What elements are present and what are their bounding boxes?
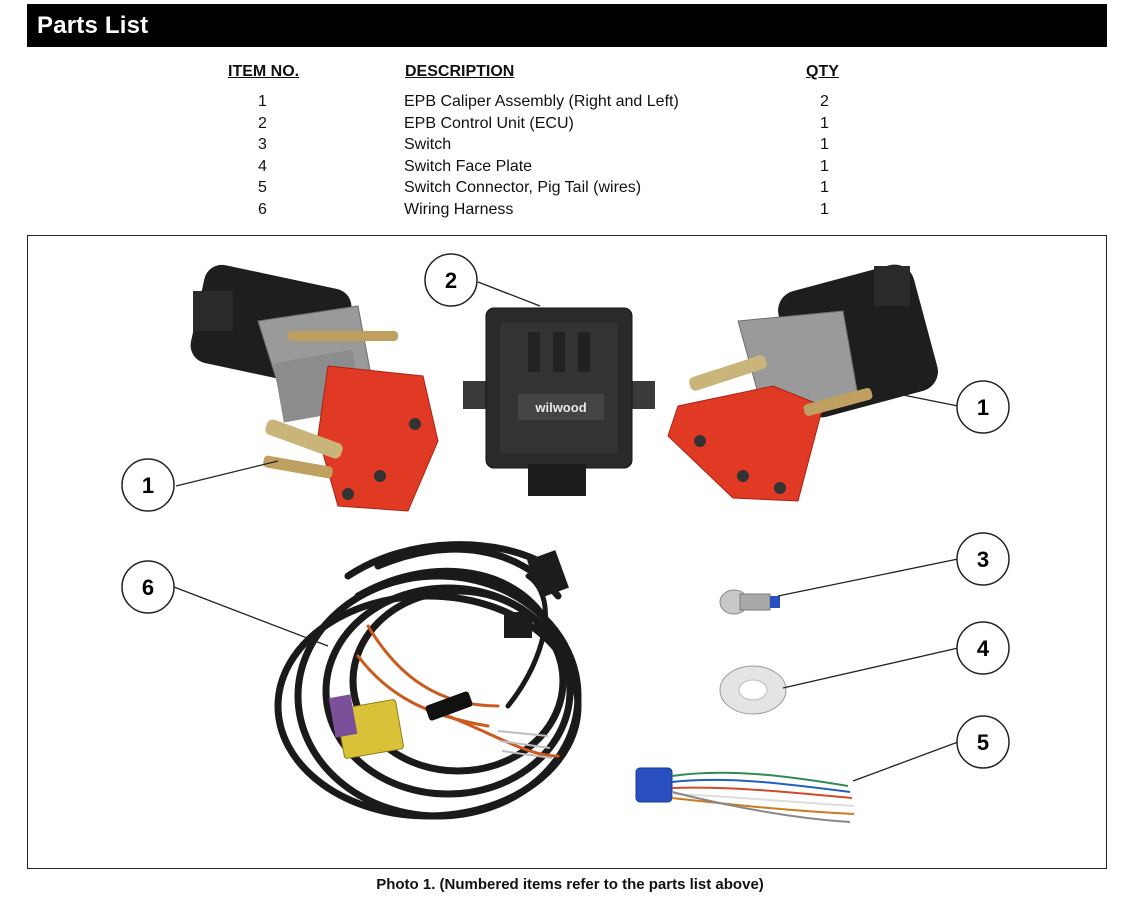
qty-cell: 1 <box>820 136 829 153</box>
item-no-cell: 3 <box>258 136 267 153</box>
svg-text:1: 1 <box>977 395 989 420</box>
svg-text:6: 6 <box>142 575 154 600</box>
wiring-harness-image <box>274 541 582 820</box>
leader-lines <box>173 281 959 782</box>
svg-text:2: 2 <box>445 268 457 293</box>
pigtail-connector-image <box>635 767 855 823</box>
qty-cell: 2 <box>820 93 829 110</box>
qty-cell: 1 <box>820 179 829 196</box>
description-cell: Switch Connector, Pig Tail (wires) <box>404 179 642 196</box>
description-cell: EPB Caliper Assembly (Right and Left) <box>404 93 679 110</box>
qty-cell: 1 <box>820 158 829 175</box>
qty-cell: 1 <box>820 201 829 218</box>
description-cell: Switch Face Plate <box>404 158 533 175</box>
ecu-logo-text: wilwood <box>534 400 586 415</box>
caliper-left-image <box>190 264 439 512</box>
svg-text:3: 3 <box>977 547 989 572</box>
callout-4: 4 <box>956 621 1010 675</box>
qty-cell: 1 <box>820 115 829 132</box>
page-title: Parts List <box>37 12 149 39</box>
svg-text:5: 5 <box>977 730 989 755</box>
column-header-description: DESCRIPTION <box>405 63 515 80</box>
ecu-image: wilwood <box>463 307 655 496</box>
description-cell: Switch <box>404 136 452 153</box>
item-no-cell: 6 <box>258 201 267 218</box>
description-cell: Wiring Harness <box>404 201 514 218</box>
parts-photo-frame: wilwood <box>27 235 1107 869</box>
callout-2: 2 <box>424 253 478 307</box>
callout-3: 3 <box>956 532 1010 586</box>
item-no-cell: 1 <box>258 93 267 110</box>
callout-1-left: 1 <box>121 458 175 512</box>
svg-text:1: 1 <box>142 473 154 498</box>
parts-photo: wilwood <box>121 253 1010 823</box>
title-bar: Parts List <box>27 4 1107 47</box>
column-header-qty: QTY <box>806 63 839 80</box>
callout-6: 6 <box>121 560 175 614</box>
svg-text:4: 4 <box>977 636 990 661</box>
photo-caption: Photo 1. (Numbered items refer to the pa… <box>376 876 764 893</box>
caliper-right-image <box>667 264 938 502</box>
item-no-cell: 2 <box>258 115 267 132</box>
callout-1-right: 1 <box>956 380 1010 434</box>
switch-image <box>719 589 780 615</box>
callout-5: 5 <box>956 715 1010 769</box>
column-header-item-no: ITEM NO. <box>228 63 300 80</box>
description-cell: EPB Control Unit (ECU) <box>404 115 574 132</box>
face-plate-image <box>719 665 787 715</box>
harness-connectors <box>328 550 569 759</box>
item-no-cell: 5 <box>258 179 267 196</box>
item-no-cell: 4 <box>258 158 267 175</box>
